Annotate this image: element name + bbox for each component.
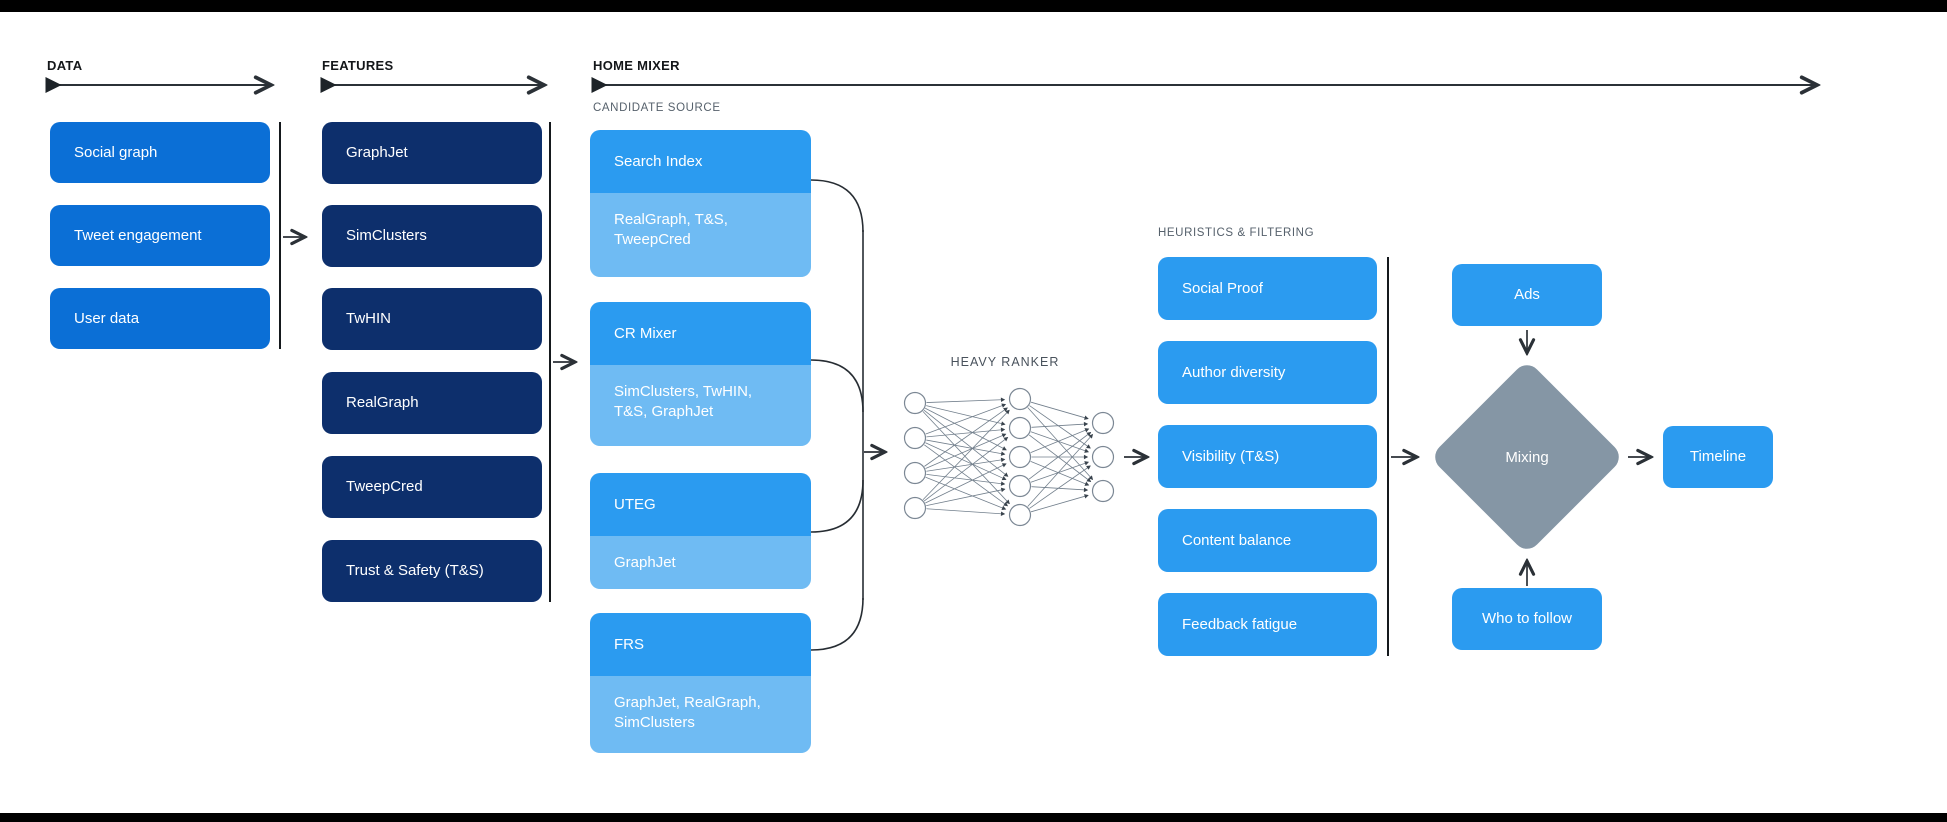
nn-node	[903, 496, 927, 520]
node-frs-sources: GraphJet, RealGraph, SimClusters	[590, 676, 811, 753]
nn-edge	[922, 411, 1010, 505]
nn-node	[1008, 474, 1032, 498]
nn-edge	[1030, 428, 1090, 454]
candidate-source-header: CANDIDATE SOURCE	[593, 102, 721, 114]
neural-net-edges	[922, 397, 1094, 517]
nn-edge	[925, 403, 1007, 435]
top-frame-bar	[0, 0, 1947, 12]
node-realgraph: RealGraph	[322, 372, 542, 434]
nn-edge	[925, 463, 1007, 504]
nn-edge	[1028, 431, 1092, 480]
nn-edge	[1027, 434, 1094, 507]
node-cr-mixer: CR Mixer	[590, 302, 811, 365]
data-section-header: DATA	[47, 58, 83, 73]
nn-edge	[1030, 401, 1089, 420]
node-ads: Ads	[1452, 264, 1602, 326]
nn-node	[1091, 411, 1115, 435]
mixing-diamond-label: Mixing	[1505, 448, 1549, 466]
nn-node	[1008, 445, 1032, 469]
node-search-index-sources: RealGraph, T&S, TweepCred	[590, 193, 811, 277]
nn-edge	[923, 436, 1009, 502]
node-cr-mixer-sources: SimClusters, TwHIN, T&S, GraphJet	[590, 365, 811, 446]
nn-edge	[1031, 486, 1089, 493]
node-user-data: User data	[50, 288, 270, 349]
nn-edge	[926, 487, 1006, 507]
neural-net-nodes	[903, 387, 1115, 527]
stage-dividers	[279, 122, 1389, 656]
nn-edge	[926, 405, 1006, 426]
node-social-graph: Social graph	[50, 122, 270, 183]
nn-node	[903, 391, 927, 415]
nn-edge	[1031, 421, 1089, 428]
nn-edge	[925, 407, 1007, 451]
nn-edge	[1030, 460, 1090, 486]
nn-edge	[925, 433, 1007, 469]
nn-edge	[924, 407, 1008, 467]
node-social-proof: Social Proof	[1158, 257, 1377, 320]
node-trust-safety: Trust & Safety (T&S)	[322, 540, 542, 602]
nn-edge	[926, 474, 1006, 486]
node-tweepcred: TweepCred	[322, 456, 542, 518]
flow-arrows	[283, 237, 1650, 586]
home-mixer-section-header: HOME MIXER	[593, 58, 680, 73]
nn-edge	[1029, 405, 1091, 449]
nn-edge	[925, 476, 1007, 511]
bottom-frame-bar	[0, 813, 1947, 822]
node-twhin: TwHIN	[322, 288, 542, 350]
nn-edge	[926, 457, 1006, 472]
node-visibility: Visibility (T&S)	[1158, 425, 1377, 488]
features-section-header: FEATURES	[322, 58, 394, 73]
nn-edge	[926, 508, 1006, 517]
nn-edge	[926, 427, 1006, 438]
node-feedback-fatigue: Feedback fatigue	[1158, 593, 1377, 656]
node-tweet-engagement: Tweet engagement	[50, 205, 270, 266]
heavy-ranker-header: HEAVY RANKER	[950, 355, 1060, 369]
node-graphjet: GraphJet	[322, 122, 542, 184]
nn-node	[1008, 416, 1032, 440]
nn-edge	[923, 409, 1009, 477]
nn-edge	[926, 397, 1006, 403]
nn-node	[1008, 387, 1032, 411]
node-author-diversity: Author diversity	[1158, 341, 1377, 404]
nn-edge	[1030, 494, 1089, 513]
node-timeline: Timeline	[1663, 426, 1773, 488]
node-who-to-follow: Who to follow	[1452, 588, 1602, 650]
nn-node	[903, 461, 927, 485]
nn-edge	[1027, 407, 1094, 480]
nn-edge	[922, 409, 1010, 500]
nn-node	[903, 426, 927, 450]
nn-edge	[924, 444, 1009, 507]
node-content-balance: Content balance	[1158, 509, 1377, 572]
node-frs: FRS	[590, 613, 811, 676]
candidate-merge-bracket	[810, 179, 864, 651]
nn-edge	[1030, 431, 1089, 453]
nn-edge	[926, 439, 1006, 456]
nn-edge	[925, 442, 1007, 481]
nn-edge	[1030, 461, 1089, 483]
node-simclusters: SimClusters	[322, 205, 542, 267]
nn-node	[1091, 445, 1115, 469]
nn-node	[1091, 479, 1115, 503]
nn-edge	[1029, 465, 1091, 509]
node-uteg: UTEG	[590, 473, 811, 536]
heuristics-header: HEURISTICS & FILTERING	[1158, 227, 1315, 239]
nn-node	[1008, 503, 1032, 527]
node-search-index: Search Index	[590, 130, 811, 193]
nn-edge	[1028, 434, 1092, 483]
node-uteg-sources: GraphJet	[590, 536, 811, 589]
